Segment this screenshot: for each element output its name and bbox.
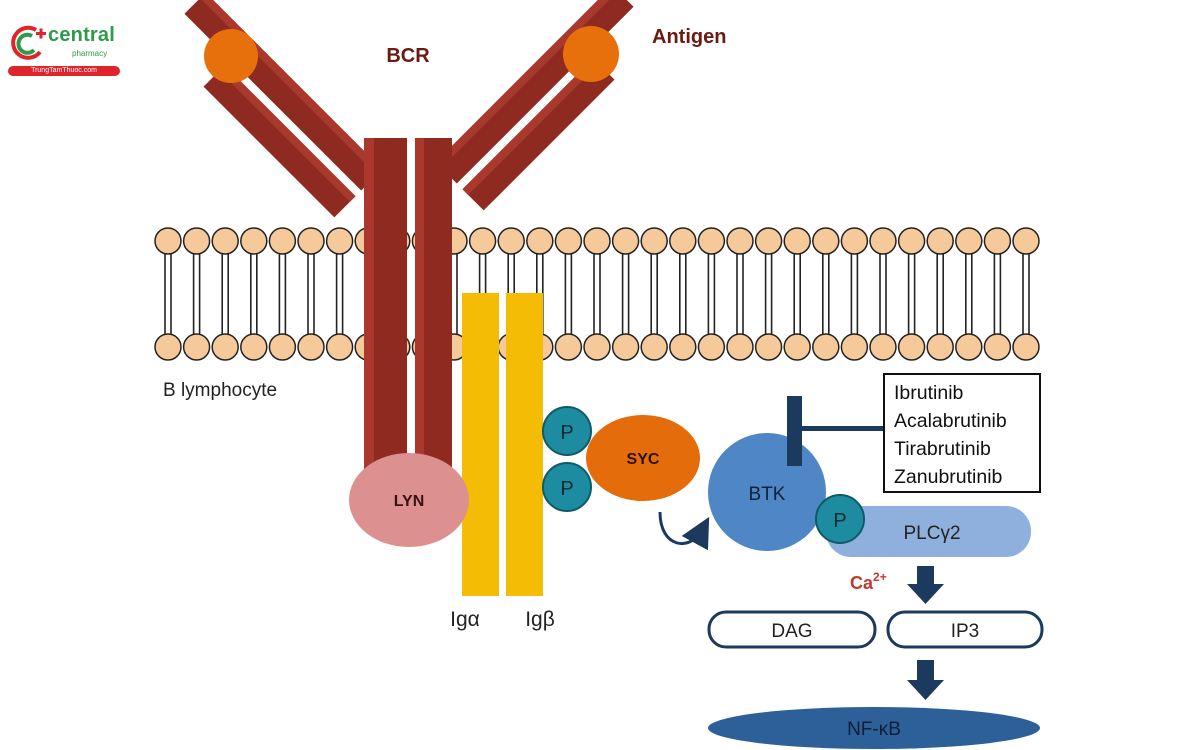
ip3-label: IP3 (951, 621, 980, 642)
lipid-head (783, 333, 811, 361)
lipid-head (526, 227, 554, 255)
down-arrow-1 (907, 566, 944, 604)
logo-bar: TrungTamThuoc.com (8, 66, 120, 76)
lipid-head (211, 333, 239, 361)
lipid-head (726, 227, 754, 255)
inhibition-line (800, 426, 884, 431)
lipid-head (955, 227, 983, 255)
lipid-head (154, 227, 182, 255)
lipid-head (583, 227, 611, 255)
bcr-right-arm (435, 0, 634, 211)
antigen-label: Antigen (652, 26, 726, 48)
btk-label: BTK (749, 484, 786, 505)
b-lymphocyte-label: B lymphocyte (163, 380, 277, 401)
lipid-head (640, 333, 668, 361)
lipid-head (554, 227, 583, 255)
lipid-head (840, 333, 869, 361)
ig-alpha-label: Igα (450, 608, 480, 631)
lyn-kinase (349, 453, 469, 547)
lipid-head (1012, 333, 1040, 361)
lipid-head (726, 333, 754, 361)
inhibition-bar (787, 396, 802, 466)
lipid-head (897, 333, 926, 361)
lipid-head (640, 227, 668, 255)
lipid-head (297, 227, 325, 255)
lipid-head (468, 227, 497, 255)
logo-subtitle: pharmacy (72, 49, 108, 58)
ig-alpha-chain (462, 293, 499, 596)
calcium-label: Ca2+ (850, 570, 887, 593)
lipid-head (611, 333, 640, 361)
inhibitor-item: Acalabrutinib (894, 410, 1007, 432)
inhibitor-item: Ibrutinib (894, 382, 964, 404)
lipid-head (926, 227, 954, 255)
inhibitor-item: Tirabrutinib (894, 438, 991, 460)
ig-beta-chain (506, 293, 543, 596)
lipid-head (325, 227, 354, 255)
lipid-head (325, 333, 354, 361)
bcr-left-arm (184, 0, 383, 218)
plc-gamma2 (826, 506, 1031, 557)
lipid-head (955, 333, 983, 361)
lipid-head (182, 333, 211, 361)
lipid-head (182, 227, 211, 255)
lipid-head (240, 333, 268, 361)
phospho-group-3 (815, 494, 865, 544)
lipid-head (783, 227, 811, 255)
cell-membrane (154, 227, 1040, 361)
bcr-label: BCR (386, 45, 430, 67)
dag-node (707, 610, 877, 649)
lipid-head (554, 333, 583, 361)
lipid-head (669, 227, 697, 255)
down-arrow-2 (907, 660, 944, 700)
lipid-head (697, 333, 726, 361)
lipid-head (697, 227, 726, 255)
lipid-head (869, 227, 897, 255)
lipid-head (1012, 227, 1040, 255)
lipid-head (268, 227, 297, 255)
lipid-head (297, 333, 325, 361)
lipid-head (926, 333, 954, 361)
logo-title: central (48, 24, 115, 46)
plc-label: PLCγ2 (903, 523, 960, 544)
ip3-node (886, 610, 1044, 649)
activation-curved-arrow (658, 511, 710, 551)
antigen-right (563, 26, 619, 82)
phospho-group-1 (542, 406, 592, 456)
lipid-head (983, 227, 1012, 255)
lipid-head (840, 227, 869, 255)
lipid-head (497, 227, 525, 255)
phospho-label-1: P (560, 422, 573, 444)
inhibitor-item: Zanubrutinib (894, 466, 1003, 488)
lipid-head (583, 333, 611, 361)
ig-beta-label: Igβ (525, 608, 555, 631)
lipid-head (211, 227, 239, 255)
nfkb-node (708, 707, 1040, 749)
lipid-head (611, 227, 640, 255)
lyn-label: LYN (394, 493, 425, 510)
lipid-head (812, 333, 840, 361)
lipid-head (154, 333, 182, 361)
lipid-head (754, 227, 783, 255)
lipid-head (983, 333, 1012, 361)
antigen-left (204, 29, 258, 83)
syc-label: SYC (627, 451, 660, 468)
phospho-label-3: P (833, 510, 846, 532)
lipid-head (669, 333, 697, 361)
lipid-head (897, 227, 926, 255)
lipid-head (754, 333, 783, 361)
dag-label: DAG (771, 621, 812, 642)
lipid-head (240, 227, 268, 255)
phospho-group-2 (542, 462, 592, 512)
syc-kinase (586, 415, 700, 501)
central-pharmacy-logo: central pharmacy TrungTamThuoc.com (6, 22, 121, 80)
btk-inhibitor-list: Ibrutinib Acalabrutinib Tirabrutinib Zan… (883, 373, 1041, 493)
lipid-head (812, 227, 840, 255)
phospho-label-2: P (560, 478, 573, 500)
lipid-head (268, 333, 297, 361)
lipid-head (869, 333, 897, 361)
logo-mark-icon (11, 25, 46, 60)
nfkb-label: NF-κB (847, 719, 901, 740)
